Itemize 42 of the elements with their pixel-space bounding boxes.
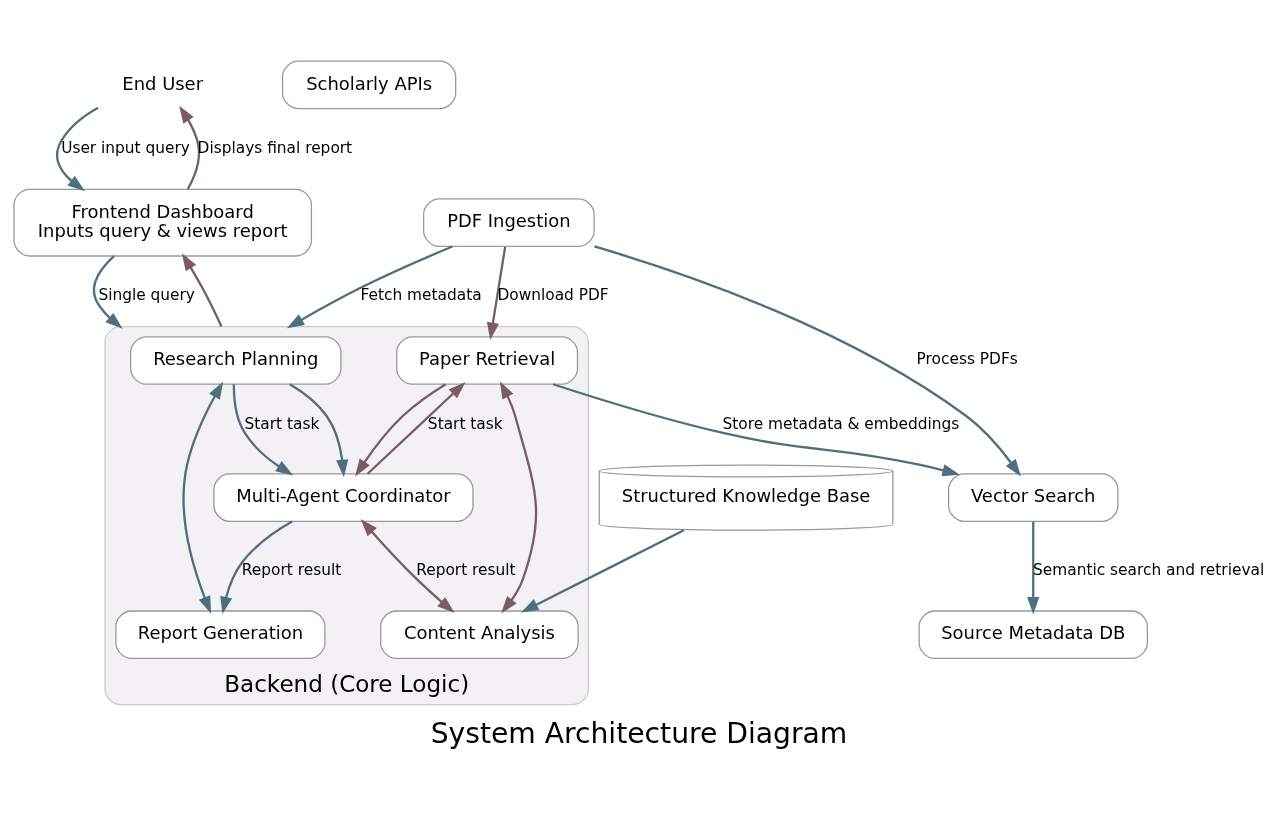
arrow	[360, 518, 455, 613]
edge-label: Download PDF	[497, 285, 609, 304]
arrow	[55, 106, 99, 191]
node-text: End User	[122, 72, 204, 94]
arrow	[499, 380, 538, 613]
diagram-title: System Architecture Diagram	[430, 716, 848, 750]
arrow	[366, 381, 466, 475]
arrow	[594, 244, 1021, 477]
node-box: PDF Ingestion	[422, 197, 595, 247]
edge-label: Fetch metadata	[360, 285, 482, 304]
node-box: Frontend Dashboard Inputs query & views report	[13, 188, 313, 257]
arrow	[181, 252, 223, 327]
edge-label: Single query	[98, 285, 195, 304]
node-box: Content Analysis	[380, 609, 579, 659]
node-box: Paper Retrieval	[396, 335, 579, 385]
node-box: Research Planning	[130, 335, 342, 385]
edge-label: Process PDFs	[916, 349, 1018, 368]
node-box: Source Metadata DB	[918, 609, 1148, 659]
arrow	[289, 382, 349, 477]
node-box: Vector Search	[948, 472, 1119, 522]
node-box: Scholarly APIs	[281, 60, 457, 109]
edge-label: Start task	[244, 414, 320, 433]
edge-label: User input query	[61, 138, 190, 157]
arrow	[92, 254, 123, 329]
edge-label: Store metadata & embeddings	[722, 414, 960, 433]
arrow	[521, 528, 685, 612]
arrow	[220, 520, 293, 614]
edge-label: Start task	[427, 414, 503, 433]
arrow	[486, 246, 507, 340]
edge-label: Report result	[241, 560, 342, 579]
arrow	[286, 245, 453, 328]
arrow	[182, 380, 224, 614]
arrow	[179, 105, 201, 190]
node-box: Report Generation	[115, 609, 326, 659]
arrow	[1027, 521, 1040, 614]
edge-label: Semantic search and retrieval	[1033, 560, 1265, 579]
edge-label: Report result	[416, 560, 516, 579]
arrow	[232, 383, 294, 475]
edge-label: Displays final report	[197, 138, 353, 157]
arrow	[355, 382, 447, 476]
arrow	[552, 382, 960, 476]
node-box: Multi-Agent Coordinator	[213, 472, 474, 522]
